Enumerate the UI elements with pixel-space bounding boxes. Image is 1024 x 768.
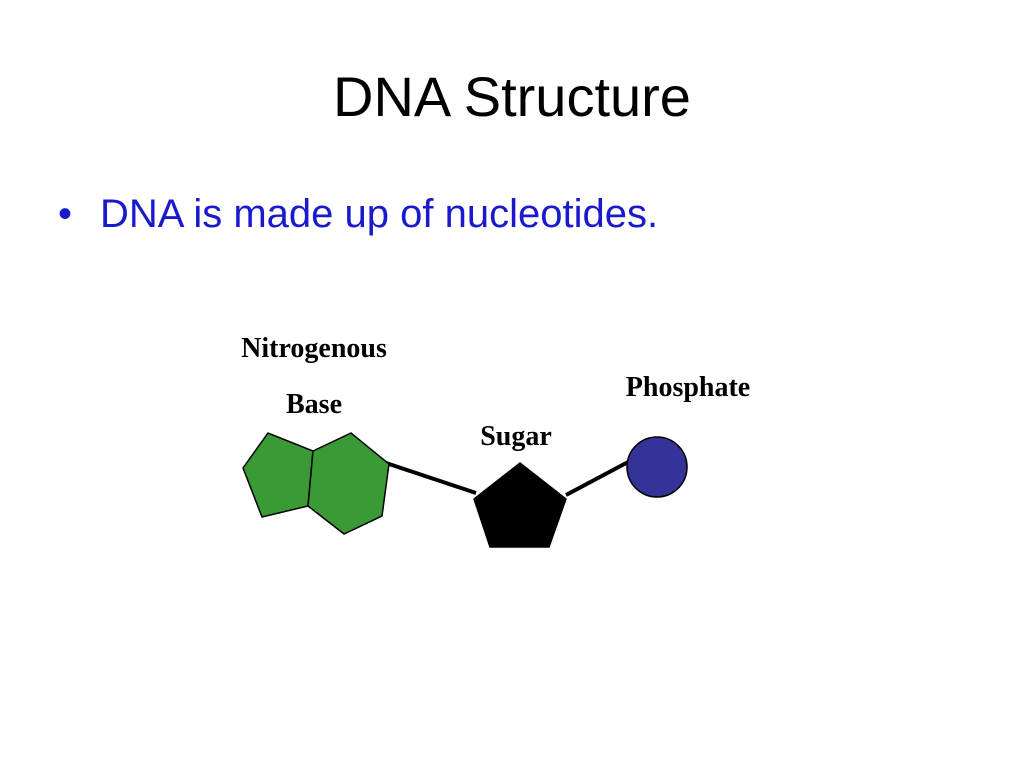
- phosphate-circle-shape: [626, 436, 688, 498]
- base-label-line2: Base: [286, 389, 342, 420]
- base-label-line1: Nitrogenous: [241, 333, 387, 364]
- page-title: DNA Structure: [333, 65, 691, 128]
- sugar-pentagon-shape: [473, 462, 567, 548]
- bullet-marker: •: [58, 192, 73, 236]
- base-sugar-bond: [385, 461, 477, 495]
- sugar-label: Sugar: [480, 421, 552, 452]
- bullet-text: DNA is made up of nucleotides.: [100, 192, 659, 236]
- bullet-item: • DNA is made up of nucleotides.: [58, 186, 658, 242]
- base-hexagon-shape: [307, 432, 390, 535]
- base-pentagon-shape: [242, 432, 314, 518]
- sugar-phosphate-bond: [565, 459, 631, 497]
- phosphate-label: Phosphate: [626, 372, 750, 403]
